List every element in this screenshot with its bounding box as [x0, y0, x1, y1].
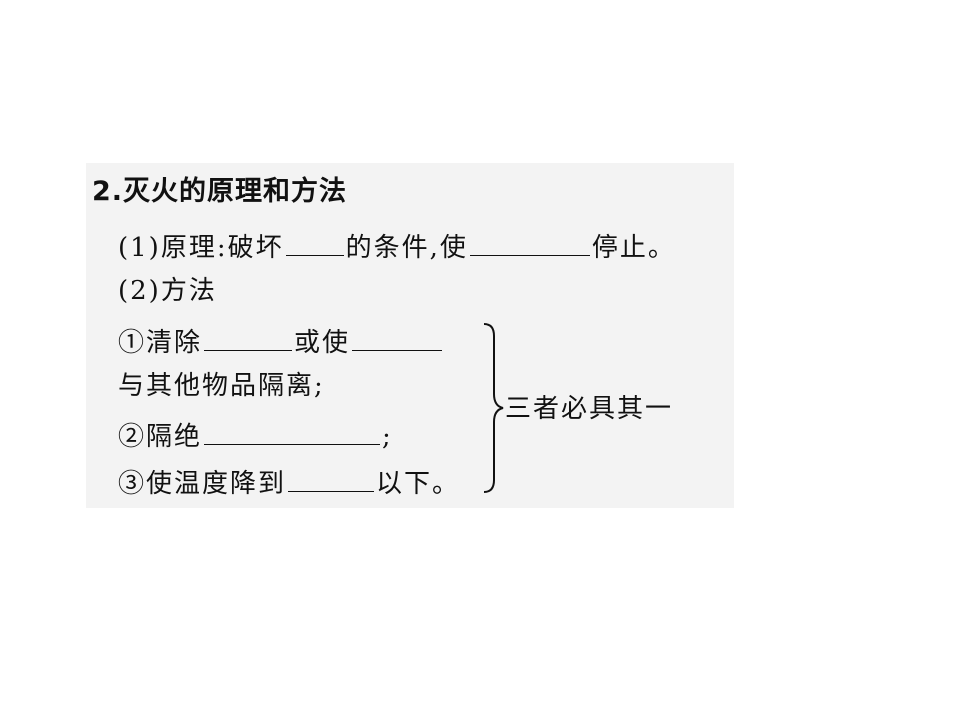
content-panel [86, 163, 734, 508]
section-title: 2.灭火的原理和方法 [92, 176, 348, 207]
principle-suffix: 停止。 [591, 233, 676, 263]
principle-middle: 的条件,使 [345, 233, 468, 263]
method-item-1-prefix: ①清除 [118, 328, 203, 358]
method-item-2-prefix: ②隔绝 [118, 422, 203, 452]
method-item-2-suffix: ; [382, 422, 393, 452]
principle-line: (1)原理:破坏 的条件,使 停止。 [118, 227, 676, 265]
methods-heading: (2)方法 [118, 276, 217, 306]
answer-blank-6[interactable] [288, 463, 375, 492]
answer-blank-1[interactable] [285, 227, 344, 256]
principle-prefix: (1)原理:破坏 [118, 233, 284, 263]
answer-blank-2[interactable] [469, 227, 590, 256]
method-item-1: ①清除 或使 [118, 322, 444, 360]
answer-blank-4[interactable] [352, 322, 443, 351]
right-brace-icon [483, 323, 504, 493]
answer-blank-3[interactable] [204, 322, 293, 351]
method-item-1-middle: 或使 [294, 328, 351, 358]
methods-summary: 三者必具其一 [505, 394, 674, 424]
method-item-1-continued: 与其他物品隔离; [118, 371, 325, 401]
answer-blank-5[interactable] [204, 416, 381, 445]
method-item-3: ③使温度降到 以下。 [118, 463, 460, 501]
method-item-3-suffix: 以下。 [376, 469, 461, 499]
method-item-3-prefix: ③使温度降到 [118, 469, 287, 499]
method-item-2: ②隔绝; [118, 416, 393, 454]
